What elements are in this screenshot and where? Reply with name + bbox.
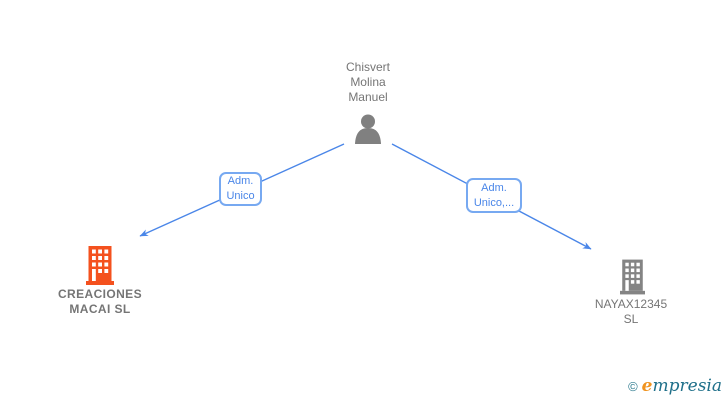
person-icon[interactable] [352, 114, 384, 145]
building-icon-nayax12345[interactable] [620, 258, 645, 301]
edge-label-adm-unico-etc[interactable]: Adm. Unico,... [466, 178, 522, 213]
copyright-icon: © [628, 378, 638, 394]
edge-label-adm-unico[interactable]: Adm. Unico [219, 172, 262, 206]
person-name[interactable]: Chisvert Molina Manuel [345, 60, 390, 104]
company-label-creaciones-macai[interactable]: CREACIONES MACAI SL [57, 287, 142, 316]
building-icon-creaciones-macai[interactable] [86, 246, 114, 290]
company-label-nayax12345[interactable]: NAYAX12345 SL [594, 297, 668, 326]
empresia-logo[interactable]: © empresia [628, 377, 722, 395]
empresia-wordmark: empresia [641, 376, 722, 396]
